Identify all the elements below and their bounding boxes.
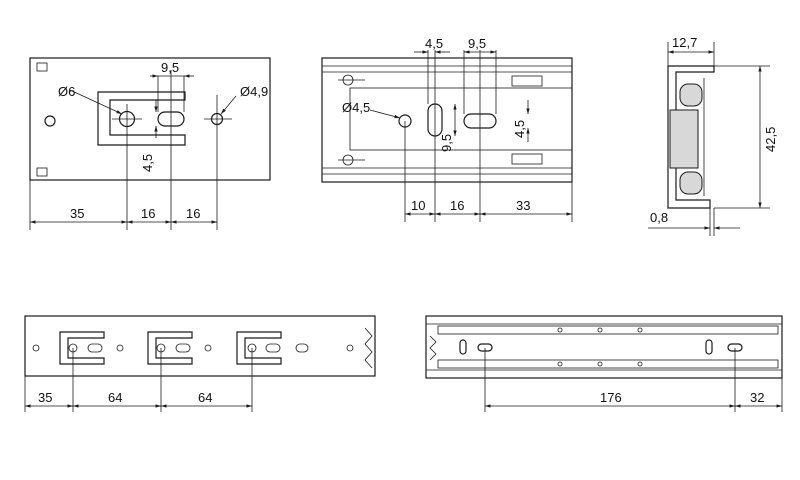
label-rail-top-9-5: 9,5 [468, 36, 486, 51]
label-dim-16a: 16 [141, 206, 155, 221]
label-strip-dim-64b: 64 [198, 390, 212, 405]
cross-section-view: 12,7 42,5 0,8 [648, 35, 778, 236]
rail-full-view: 176 32 [425, 315, 783, 412]
label-rail-dim-10: 10 [411, 198, 425, 213]
slot-group-3 [236, 331, 282, 365]
full-rail-outline [425, 315, 783, 379]
label-dia-small: Ø4,9 [240, 84, 268, 99]
rear-slot [705, 339, 713, 355]
upper-ball [679, 83, 703, 107]
label-section-height: 42,5 [763, 127, 778, 152]
inner-rail [349, 87, 573, 151]
label-rail-dim-16: 16 [450, 198, 464, 213]
label-slot-height: 4,5 [140, 154, 155, 172]
label-rail-top-4-5: 4,5 [425, 36, 443, 51]
label-slot-width: 9,5 [161, 60, 179, 75]
label-dia-large: Ø6 [58, 84, 75, 99]
label-rail-dim-33: 33 [516, 198, 530, 213]
label-section-width: 12,7 [672, 35, 697, 50]
label-dim-35: 35 [70, 206, 84, 221]
section-profile [667, 65, 715, 209]
slot-plate [97, 91, 186, 146]
label-dim-16b: 16 [186, 206, 200, 221]
slot-group-1 [59, 331, 105, 365]
strip-outline [24, 315, 376, 377]
label-rail-slot-a: 9,5 [439, 134, 454, 152]
bracket-outline [29, 57, 271, 181]
label-section-thickness: 0,8 [650, 210, 668, 225]
front-mount-view: Ø6 Ø4,9 9,5 4,5 35 16 16 [29, 57, 271, 230]
carrier [669, 109, 699, 169]
rail-outline [321, 57, 573, 183]
label-rail-slot-b: 4,5 [512, 120, 527, 138]
slot-group-2 [147, 331, 193, 365]
label-full-dim-32: 32 [750, 390, 764, 405]
label-strip-dim-35: 35 [38, 390, 52, 405]
rail-detail-view: 4,5 9,5 Ø4,5 9,5 4,5 10 16 33 [321, 36, 573, 222]
label-strip-dim-64a: 64 [108, 390, 122, 405]
label-rail-dia: Ø4,5 [342, 100, 370, 115]
lower-ball [679, 171, 703, 195]
label-full-dim-176: 176 [600, 390, 622, 405]
corner-hole [44, 115, 56, 127]
long-mount-view: 35 64 64 [24, 315, 376, 412]
front-slot [459, 339, 467, 355]
